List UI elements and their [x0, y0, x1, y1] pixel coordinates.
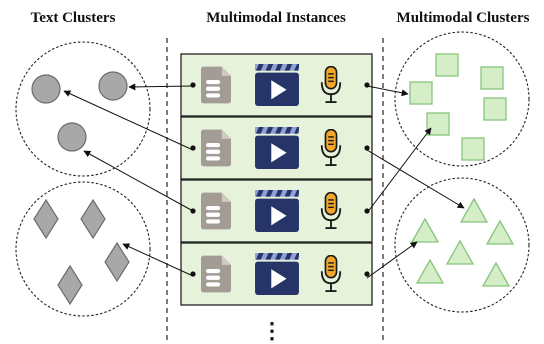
multimodal-cluster-1-members — [409, 53, 507, 161]
multimodal-point-square — [480, 66, 504, 90]
video-icon — [255, 253, 299, 295]
continuation-ellipsis: ⋮ — [261, 318, 283, 343]
video-icon — [255, 64, 299, 106]
right-connector-dot — [364, 271, 370, 277]
arrow-row2-to-text-circle — [63, 90, 194, 151]
instance-row — [180, 116, 373, 180]
multimodal-point-triangle — [445, 239, 475, 265]
instance-row — [180, 242, 373, 306]
text-cluster-circle-2 — [15, 181, 151, 317]
multimodal-cluster-circle-2 — [394, 177, 530, 313]
assignment-arrows — [63, 83, 465, 279]
multimodal-point-square — [483, 97, 507, 121]
text-point-diamond — [80, 198, 106, 240]
multimodal-point-square — [409, 81, 433, 105]
text-clusters-heading: Text Clusters — [31, 10, 116, 26]
left-connector-dot — [190, 82, 196, 88]
multimodal-instances-column — [180, 53, 373, 306]
document-icon — [201, 255, 231, 293]
multimodal-point-square — [426, 112, 450, 136]
arrow-row3-to-text-circle — [83, 150, 194, 212]
text-point-circle — [31, 74, 61, 104]
multimodal-point-triangle — [410, 217, 440, 243]
document-icon — [201, 192, 231, 230]
document-icon — [201, 129, 231, 167]
text-cluster-1-members — [31, 71, 128, 152]
video-icon — [255, 127, 299, 169]
video-icon — [255, 190, 299, 232]
text-cluster-2-members — [33, 198, 130, 306]
arrow-row1-to-square — [366, 85, 409, 97]
document-icon — [201, 66, 231, 104]
text-point-diamond — [33, 198, 59, 240]
multimodal-point-triangle — [415, 258, 445, 284]
instance-row — [180, 179, 373, 243]
right-connector-dot — [364, 208, 370, 214]
text-cluster-circle-1 — [15, 41, 151, 177]
multimodal-cluster-circle-1 — [394, 31, 530, 167]
arrow-row4-to-text-diamond — [122, 243, 194, 277]
multimodal-point-triangle — [481, 261, 511, 287]
multimodal-point-triangle — [485, 219, 515, 245]
arrow-row1-to-text-circle — [128, 83, 194, 91]
multimodal-point-square — [461, 137, 485, 161]
right-connector-dot — [364, 145, 370, 151]
text-point-circle — [57, 122, 87, 152]
text-point-diamond — [104, 241, 130, 283]
text-point-diamond — [57, 264, 83, 306]
text-point-circle — [98, 71, 128, 101]
instance-row — [180, 53, 373, 117]
arrow-row2-to-triangle — [366, 149, 465, 209]
multimodal-cluster-2-members — [410, 197, 515, 287]
arrow-row3-to-square — [366, 127, 432, 214]
arrow-row4-to-triangle — [366, 241, 418, 279]
multimodal-clusters-heading: Multimodal Clusters — [397, 10, 530, 26]
multimodal-point-square — [435, 53, 459, 77]
multimodal-point-triangle — [459, 197, 489, 223]
multimodal-instances-heading: Multimodal Instances — [206, 10, 346, 26]
